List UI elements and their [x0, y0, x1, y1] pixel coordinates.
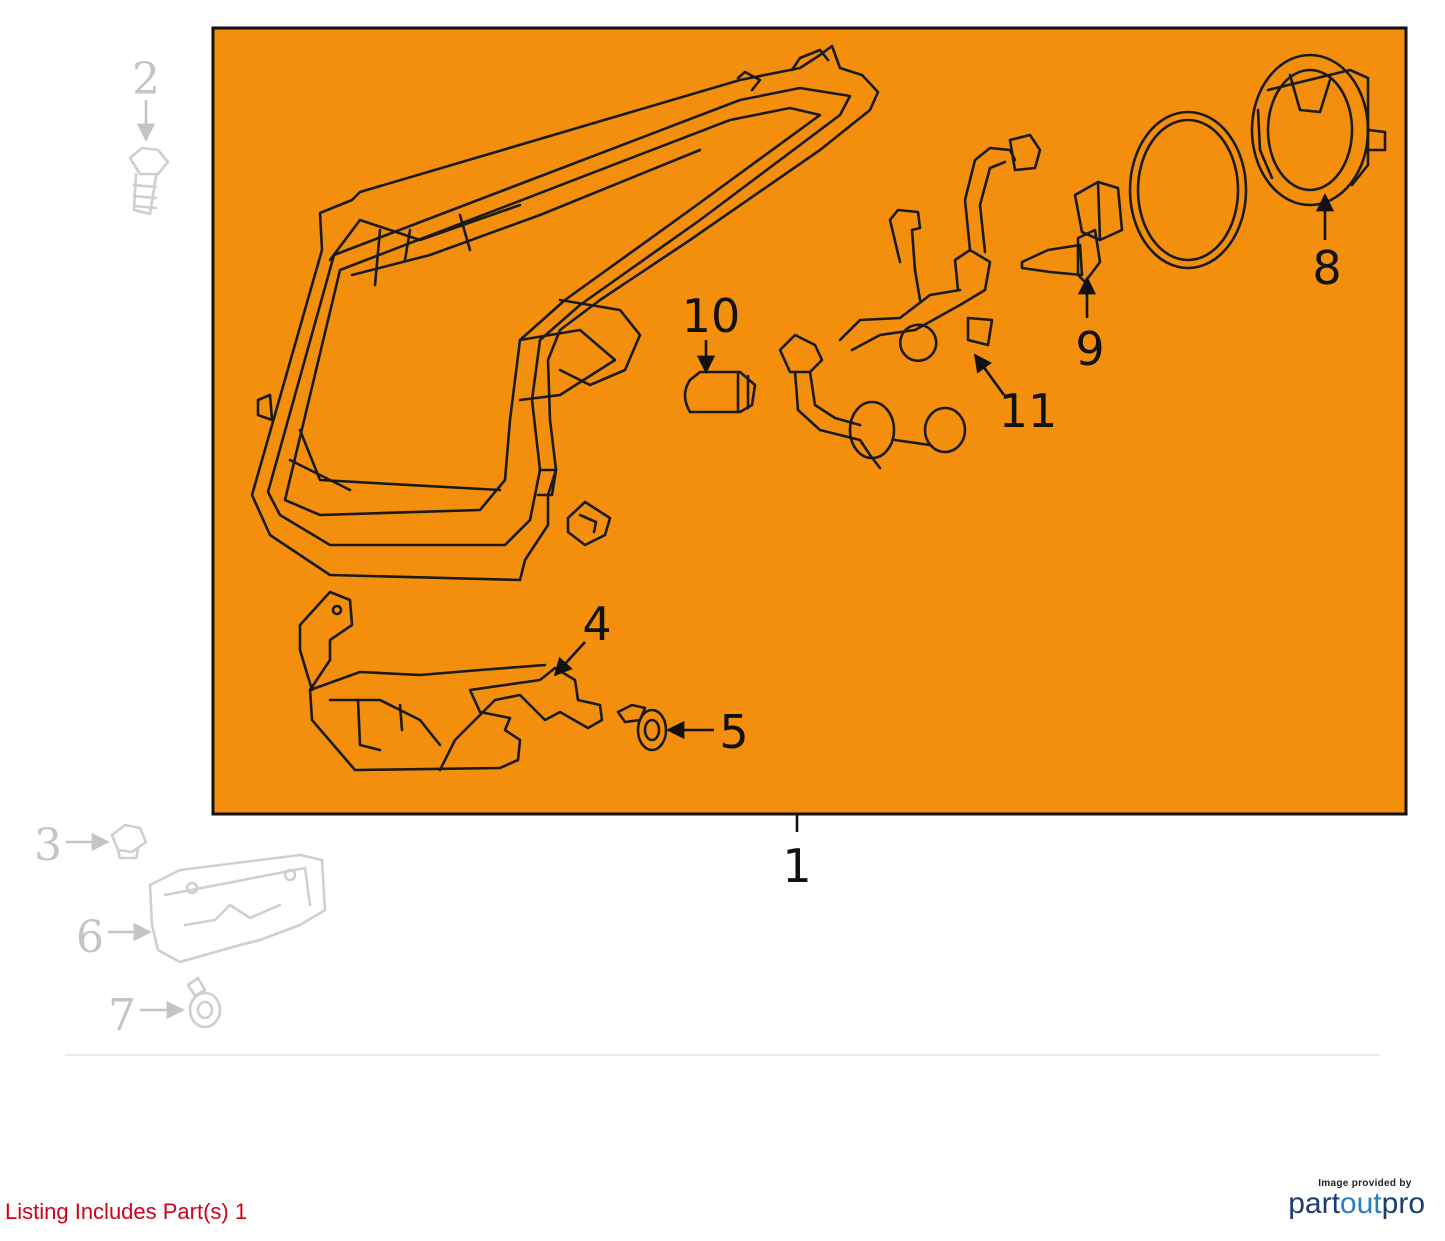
- callout-7: 7: [108, 990, 136, 1041]
- bulb-part-10: [683, 370, 757, 414]
- partoutpro-logo: partoutpro: [1288, 1189, 1425, 1219]
- bolt-part-2: [128, 146, 170, 216]
- bolt-part-7: [186, 976, 222, 1029]
- headlamp-bracket: [298, 590, 604, 772]
- retaining-clip: [566, 500, 612, 547]
- image-credit: Image provided by partoutpro: [1288, 1178, 1425, 1219]
- logo-out: out: [1339, 1187, 1382, 1220]
- dust-cap-part-8: [1250, 53, 1387, 207]
- credit-caption: Image provided by: [1318, 1178, 1412, 1189]
- headlamp-housing: [250, 44, 880, 582]
- logo-part: part: [1288, 1187, 1340, 1220]
- callout-5: 5: [719, 705, 748, 759]
- callout-10: 10: [682, 289, 741, 343]
- bolt-part-5: [616, 703, 668, 752]
- wiring-harness-part-11: [778, 133, 1042, 470]
- callout-arrow-4: [553, 641, 586, 677]
- bracket-part-6: [148, 853, 327, 964]
- callout-arrow-11: [973, 353, 1006, 396]
- callout-9: 9: [1075, 322, 1104, 376]
- nut-part-3: [110, 823, 148, 860]
- seal-ring: [1128, 110, 1248, 270]
- logo-pro: pro: [1381, 1187, 1425, 1220]
- callout-6: 6: [76, 912, 104, 963]
- callout-2: 2: [132, 54, 160, 105]
- callout-1: 1: [782, 839, 811, 893]
- callout-8: 8: [1312, 241, 1341, 295]
- callout-3: 3: [34, 820, 62, 871]
- bulb-part-9: [1020, 180, 1124, 284]
- callout-4: 4: [582, 597, 611, 651]
- listing-note: Listing Includes Part(s) 1: [5, 1199, 248, 1224]
- callout-11: 11: [999, 384, 1058, 438]
